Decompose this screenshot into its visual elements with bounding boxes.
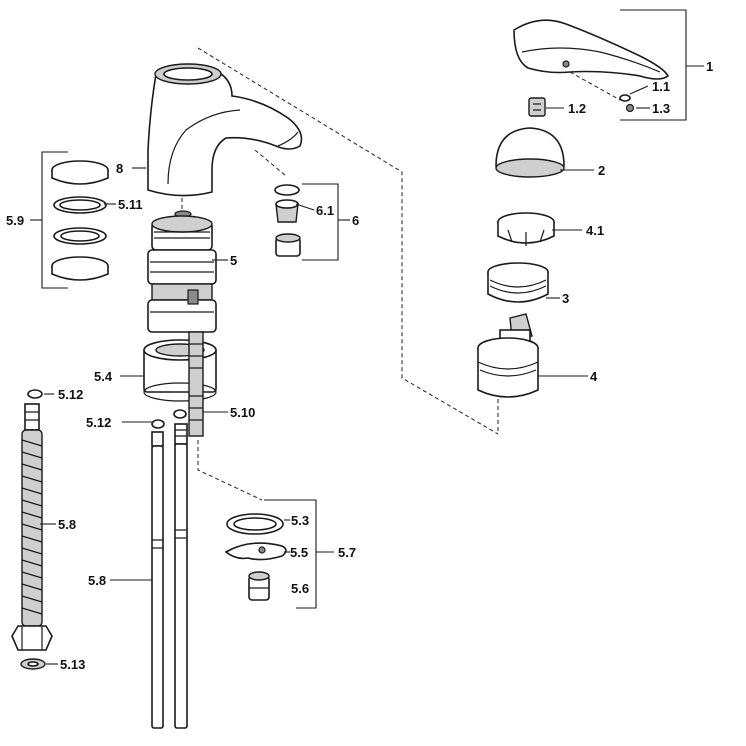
callout-3: 3 xyxy=(562,291,569,306)
callout-5-11: 5.11 xyxy=(118,197,143,212)
mounting-kit xyxy=(224,513,287,601)
spout-cartridge xyxy=(147,215,217,333)
callout-5-9: 5.9 xyxy=(6,213,24,228)
callout-1-3: 1.3 xyxy=(652,101,670,116)
callout-5-10: 5.10 xyxy=(230,405,255,420)
base-ring xyxy=(143,339,217,402)
dome-cap xyxy=(495,127,565,178)
aerator-axis-line xyxy=(254,149,287,177)
set-screw-1-2 xyxy=(528,97,546,117)
lever-handle xyxy=(513,19,670,80)
mixing-cartridge xyxy=(477,313,539,398)
threaded-rod xyxy=(188,331,204,437)
supply-tubes xyxy=(151,423,188,729)
callout-5-12-left: 5.12 xyxy=(58,387,83,402)
callout-6-1: 6.1 xyxy=(316,203,334,218)
seal-left xyxy=(27,389,43,399)
seal-right xyxy=(173,409,187,419)
callout-1-2: 1.2 xyxy=(568,101,586,116)
spout-body xyxy=(147,63,303,218)
callout-5-8-hose: 5.8 xyxy=(58,517,76,532)
callout-8: 8 xyxy=(116,161,123,176)
seal-middle xyxy=(151,419,165,429)
callout-2: 2 xyxy=(598,163,605,178)
callout-4-1: 4.1 xyxy=(586,223,604,238)
callout-5-4: 5.4 xyxy=(94,369,113,384)
callout-1-1: 1.1 xyxy=(652,79,670,94)
part-1-3 xyxy=(625,103,635,113)
callout-5-13: 5.13 xyxy=(60,657,85,672)
callout-6: 6 xyxy=(352,213,359,228)
callout-5-6: 5.6 xyxy=(291,581,309,596)
retaining-ring xyxy=(497,212,555,246)
part-1-1 xyxy=(619,94,631,102)
callout-5-7: 5.7 xyxy=(338,545,356,560)
threaded-nut xyxy=(487,262,549,303)
callout-5-12-right: 5.12 xyxy=(86,415,111,430)
callout-5: 5 xyxy=(230,253,237,268)
ring-set xyxy=(51,160,109,281)
flexible-hose xyxy=(11,403,53,651)
callout-5-5: 5.5 xyxy=(290,545,308,560)
callout-4: 4 xyxy=(590,369,598,384)
assembly-axis-line xyxy=(197,47,499,435)
leader-lines xyxy=(30,9,704,665)
aerator-set xyxy=(274,184,301,257)
lower-axis-line xyxy=(197,440,263,501)
callout-5-3: 5.3 xyxy=(291,513,309,528)
callout-5-8-tube: 5.8 xyxy=(88,573,106,588)
handle-axis-line xyxy=(569,71,621,101)
callout-1: 1 xyxy=(706,59,713,74)
